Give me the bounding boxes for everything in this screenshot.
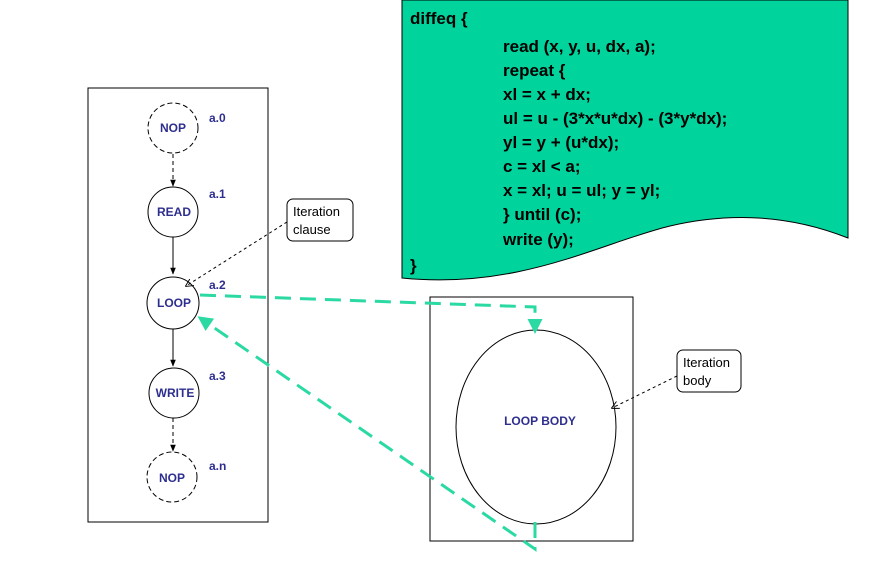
code-line: repeat { bbox=[503, 61, 566, 80]
node-circle bbox=[146, 451, 198, 503]
node-tag: a.2 bbox=[209, 278, 226, 292]
node-tag: a.0 bbox=[209, 111, 226, 125]
node-tag: a.1 bbox=[209, 187, 226, 201]
callout-line: Iteration bbox=[293, 204, 340, 219]
node-circle bbox=[148, 367, 200, 419]
cdfg-frame bbox=[87, 87, 269, 523]
callout-line: clause bbox=[293, 222, 331, 237]
code-line: xl = x + dx; bbox=[503, 85, 591, 104]
node-loop: LOOP a.2 bbox=[146, 276, 226, 330]
node-label: NOP bbox=[160, 121, 186, 135]
node-tag: a.3 bbox=[209, 369, 226, 383]
loop-exit-path bbox=[197, 316, 537, 552]
callout-pointer bbox=[612, 375, 678, 408]
code-line: c = xl < a; bbox=[503, 157, 581, 176]
loop-flow bbox=[197, 293, 543, 552]
callout-box bbox=[286, 198, 354, 242]
node-circle bbox=[147, 186, 199, 238]
code-line: diffeq { bbox=[410, 9, 468, 28]
code-line: } bbox=[410, 256, 417, 275]
node-read: READ a.1 bbox=[147, 186, 226, 238]
node-tag: a.n bbox=[209, 459, 226, 473]
node-label: LOOP bbox=[157, 296, 191, 310]
callout-box bbox=[676, 349, 742, 393]
node-circle bbox=[147, 102, 199, 154]
code-line: x = xl; u = ul; y = yl; bbox=[503, 181, 660, 200]
loop-enter-path bbox=[199, 293, 543, 334]
loop-body: LOOP BODY bbox=[455, 329, 617, 525]
node-write: WRITE a.3 bbox=[148, 367, 226, 419]
code-line: write (y); bbox=[502, 230, 574, 249]
code-line: } until (c); bbox=[503, 205, 581, 224]
loop-body-label: LOOP BODY bbox=[504, 414, 576, 428]
callout-iteration-body: Iteration body bbox=[612, 349, 742, 408]
node-circle bbox=[146, 276, 200, 330]
code-line: ul = u - (3*x*u*dx) - (3*y*dx); bbox=[503, 109, 727, 128]
node-nop-end: NOP a.n bbox=[146, 451, 226, 503]
callout-line: body bbox=[683, 373, 712, 388]
code-block: diffeq { read (x, y, u, dx, a); repeat {… bbox=[401, 0, 849, 281]
node-label: READ bbox=[157, 205, 191, 219]
loop-body-frame bbox=[429, 296, 634, 542]
node-label: NOP bbox=[159, 471, 185, 485]
callout-line: Iteration bbox=[683, 355, 730, 370]
node-nop-start: NOP a.0 bbox=[147, 102, 226, 154]
code-line: read (x, y, u, dx, a); bbox=[503, 37, 656, 56]
code-block-shape bbox=[401, 0, 849, 281]
node-label: WRITE bbox=[156, 386, 195, 400]
callout-iteration-clause: Iteration clause bbox=[186, 198, 354, 286]
code-line: yl = y + (u*dx); bbox=[503, 133, 619, 152]
callout-pointer bbox=[186, 221, 288, 286]
